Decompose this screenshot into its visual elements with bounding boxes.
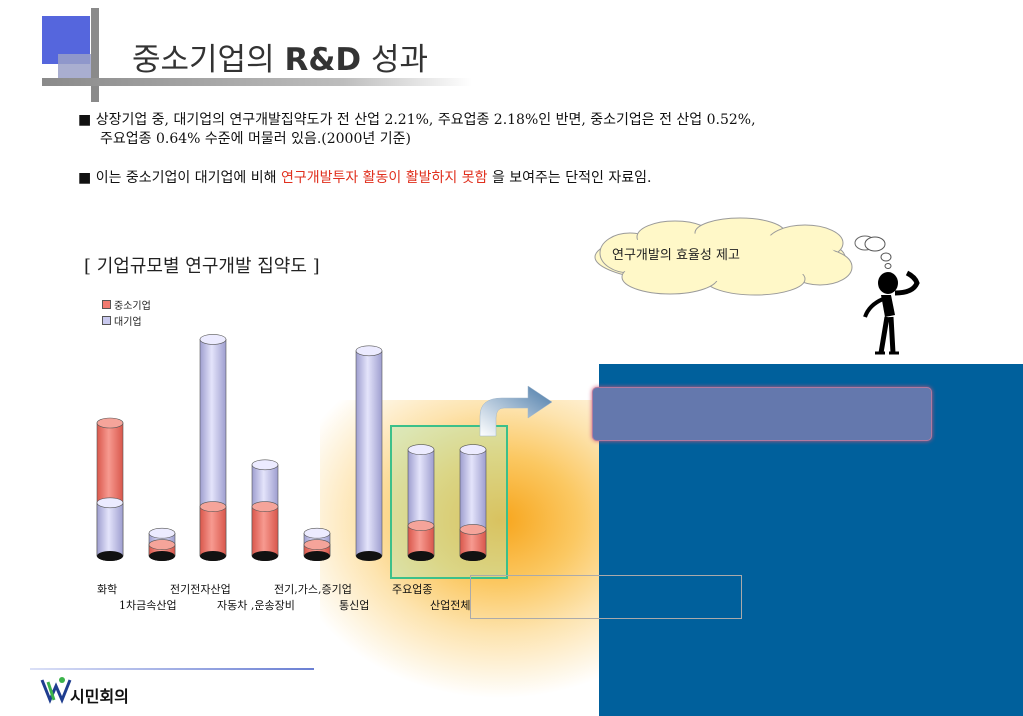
xtick-label: 전기,가스,증기업	[274, 583, 352, 596]
xtick-label: 1차금속산업	[119, 599, 177, 612]
bullet-1-line-1: 상장기업 중, 대기업의 연구개발집약도가 전 산업 2.21%, 주요업종 2…	[95, 112, 756, 128]
bar-sme-3	[251, 501, 279, 561]
bullet-marker: ■	[78, 112, 92, 128]
legend-item-sme: 중소기업	[102, 299, 151, 315]
bar-large-0	[96, 497, 124, 561]
bullet-1: ■ 상장기업 중, 대기업의 연구개발집약도가 전 산업 2.21%, 주요업종…	[78, 110, 756, 130]
blue-panel-bar	[592, 387, 932, 441]
slide-title: 중소기업의 R&D 성과	[132, 34, 428, 79]
footer-line	[30, 668, 314, 670]
cloud-text-highlight: 효율성	[675, 248, 712, 263]
xtick-label: 화학	[97, 583, 118, 596]
xtick-label: 전기전자산업	[170, 583, 231, 596]
bullet-2-post: 을 보여주는 단적인 자료임.	[491, 170, 652, 186]
legend-label-large: 대기업	[114, 317, 142, 328]
thought-cloud	[594, 217, 876, 296]
bar-sme-7	[459, 524, 487, 561]
logo-text: 시민회의	[70, 687, 129, 706]
legend-swatch-large	[102, 316, 111, 325]
logo-icon	[40, 677, 72, 704]
bullet-marker: ■	[78, 170, 92, 186]
bar-large-5	[355, 345, 383, 561]
header-horizontal-bar	[42, 78, 472, 86]
bullet-2-highlight: 연구개발투자 활동이 활발하지 못함	[280, 170, 488, 186]
bar-sme-4	[303, 539, 331, 561]
bar-sme-2	[199, 501, 227, 561]
xtick-label: 통신업	[339, 599, 370, 612]
xtick-label: 자동차 ,운송장비	[217, 599, 295, 612]
thinking-person-icon	[863, 236, 920, 355]
legend-item-large: 대기업	[102, 315, 151, 331]
cloud-text: 연구개발의 효율성 제고	[612, 244, 740, 263]
xtick-label: 주요업종	[392, 583, 433, 596]
chart-legend: 중소기업 대기업	[102, 299, 151, 331]
chart-title: [ 기업규모별 연구개발 집약도 ]	[84, 256, 320, 277]
bullet-1-line-2: 주요업종 0.64% 수준에 머물러 있음.(2000년 기준)	[100, 131, 411, 147]
title-tail: 성과	[370, 42, 429, 78]
bullet-2-pre: 이는 중소기업이 대기업에 비해	[95, 170, 277, 186]
bullet-2: ■ 이는 중소기업이 대기업에 비해 연구개발투자 활동이 활발하지 못함 을 …	[78, 168, 651, 188]
cloud-text-pre: 연구개발의	[612, 248, 672, 263]
curved-arrow-icon	[479, 385, 553, 437]
title-korean: 중소기업의	[132, 42, 275, 78]
outline-box	[470, 575, 742, 619]
bar-sme-1	[148, 539, 176, 561]
legend-swatch-sme	[102, 300, 111, 309]
xtick-label: 산업전체	[430, 599, 471, 612]
header-vertical-bar	[91, 8, 99, 102]
legend-label-sme: 중소기업	[114, 301, 151, 312]
cloud-text-post: 제고	[715, 248, 740, 263]
bar-sme-6	[407, 520, 435, 561]
bullet-1-continuation: 주요업종 0.64% 수준에 머물러 있음.(2000년 기준)	[100, 129, 411, 149]
title-bold: R&D	[284, 42, 362, 78]
